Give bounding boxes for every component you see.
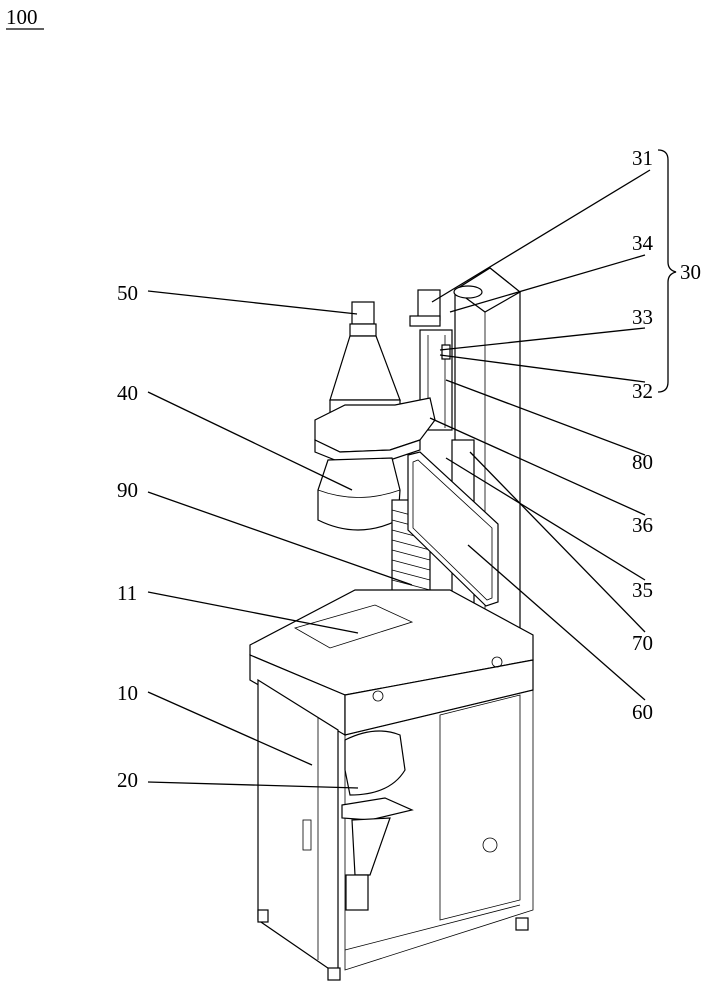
label-80: 80 (632, 450, 653, 474)
label-90: 90 (117, 478, 138, 502)
label-36: 36 (632, 513, 653, 537)
label-40: 40 (117, 381, 138, 405)
label-70: 70 (632, 631, 653, 655)
figure-number: 100 (6, 5, 38, 29)
label-50: 50 (117, 281, 138, 305)
label-33: 33 (632, 305, 653, 329)
lower-lens (342, 731, 412, 910)
label-31: 31 (632, 146, 653, 170)
label-34: 34 (632, 231, 654, 255)
label-32: 32 (632, 379, 653, 403)
brace-30 (658, 150, 676, 392)
label-35: 35 (632, 578, 653, 602)
label-20: 20 (117, 768, 138, 792)
label-30: 30 (680, 260, 701, 284)
label-60: 60 (632, 700, 653, 724)
label-10: 10 (117, 681, 138, 705)
label-11: 11 (117, 581, 137, 605)
